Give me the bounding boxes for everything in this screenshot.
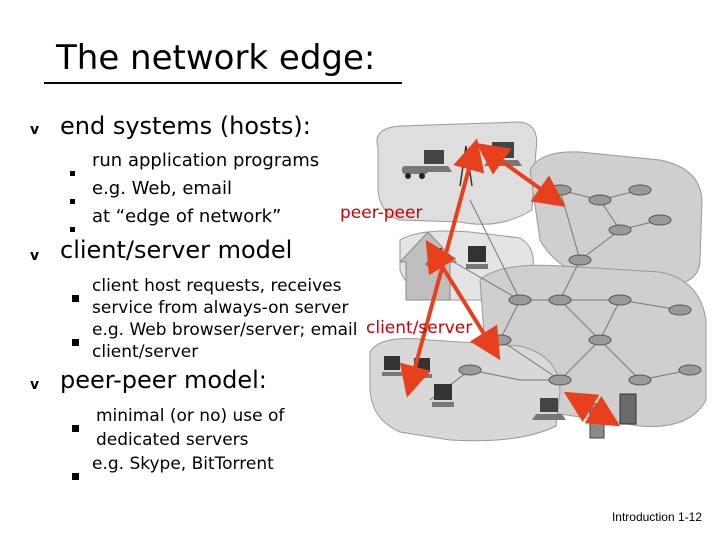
square-bullet-icon bbox=[72, 331, 79, 350]
list-item: e.g. Skype, BitTorrent bbox=[92, 454, 274, 474]
square-bullet-icon bbox=[72, 465, 79, 484]
desktop-computer-icon bbox=[382, 356, 402, 376]
checkmark-bullet-icon: v bbox=[30, 248, 40, 264]
list-item-continuation: client/server bbox=[92, 342, 199, 362]
enterprise-network-region bbox=[369, 338, 561, 442]
list-item: e.g. Web, email bbox=[92, 178, 232, 199]
desktop-computer-icon bbox=[466, 246, 488, 269]
square-bullet-icon bbox=[70, 217, 75, 236]
section-heading-end-systems: end systems (hosts): bbox=[60, 112, 311, 140]
section-heading-client-server: client/server model bbox=[60, 236, 293, 264]
section-heading-peer-peer: peer-peer model: bbox=[60, 366, 267, 394]
checkmark-bullet-icon: v bbox=[30, 122, 40, 138]
list-item-continuation: dedicated servers bbox=[96, 430, 249, 450]
arrows bbox=[399, 138, 621, 427]
list-item: run application programs bbox=[92, 150, 320, 171]
square-bullet-icon bbox=[72, 287, 79, 306]
desktop-computer-icon bbox=[432, 384, 454, 407]
client-server-arrow bbox=[425, 239, 501, 361]
server-icon bbox=[619, 393, 637, 425]
title-underline bbox=[44, 82, 402, 84]
checkmark-bullet-icon: v bbox=[30, 377, 40, 393]
peer-peer-arrow bbox=[476, 143, 566, 207]
list-item: client host requests, receives bbox=[92, 276, 342, 296]
slide-footer: Introduction 1-12 bbox=[611, 510, 702, 524]
list-item: e.g. Web browser/server; email bbox=[92, 320, 358, 340]
client-server-label: client/server bbox=[366, 318, 473, 338]
list-item: at “edge of network” bbox=[92, 206, 282, 227]
laptop-icon bbox=[532, 398, 566, 420]
square-bullet-icon bbox=[70, 189, 75, 208]
list-item-continuation: service from always-on server bbox=[92, 298, 349, 318]
square-bullet-icon bbox=[70, 161, 75, 180]
page-title: The network edge: bbox=[56, 38, 376, 78]
square-bullet-icon bbox=[72, 417, 79, 436]
client-server-arrow-2 bbox=[563, 391, 621, 427]
list-item: minimal (or no) use of bbox=[96, 406, 285, 426]
peer-peer-label: peer-peer bbox=[340, 203, 423, 223]
